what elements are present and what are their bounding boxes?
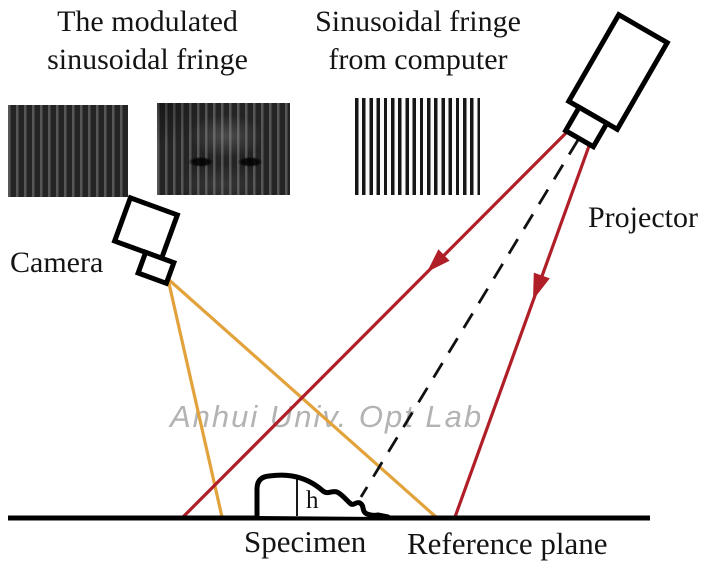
- watermark-text: Anhui Univ. Opt Lab: [170, 399, 484, 434]
- camera-ray-left: [166, 278, 224, 518]
- projector-icon: [562, 11, 671, 151]
- modulated-fringe-image-object: [157, 103, 290, 195]
- projector-label: Projector: [588, 201, 698, 234]
- specimen-profile: [254, 472, 391, 520]
- face-modulation-overlay: [157, 103, 290, 195]
- specimen-label: Specimen: [244, 524, 367, 559]
- height-marker-label: h: [306, 487, 319, 514]
- computer-fringe-title-line1: Sinusoidal fringe: [315, 5, 521, 38]
- optical-axis-dashed-line: [359, 139, 580, 498]
- camera-lens: [134, 249, 178, 287]
- computer-fringe-image: [355, 98, 480, 195]
- computer-fringe-title-line2: from computer: [328, 43, 508, 76]
- modulated-fringe-title: The modulated sinusoidal fringe: [15, 3, 280, 79]
- reference-plane-label: Reference plane: [407, 526, 608, 561]
- projector-ray-left-arrowhead: [427, 249, 450, 272]
- modulated-fringe-title-line2: sinusoidal fringe: [47, 43, 248, 76]
- camera-label: Camera: [10, 246, 104, 279]
- modulated-fringe-title-line1: The modulated: [57, 5, 238, 38]
- computer-fringe-title: Sinusoidal fringe from computer: [293, 3, 543, 79]
- projector-ray-right: [453, 145, 591, 518]
- projector-lens: [562, 103, 611, 151]
- camera-body: [111, 194, 181, 262]
- camera-icon: [111, 194, 181, 287]
- modulated-fringe-image-plain: [8, 105, 128, 197]
- projector-ray-left: [181, 130, 569, 519]
- projector-ray-right-arrowhead: [533, 272, 550, 300]
